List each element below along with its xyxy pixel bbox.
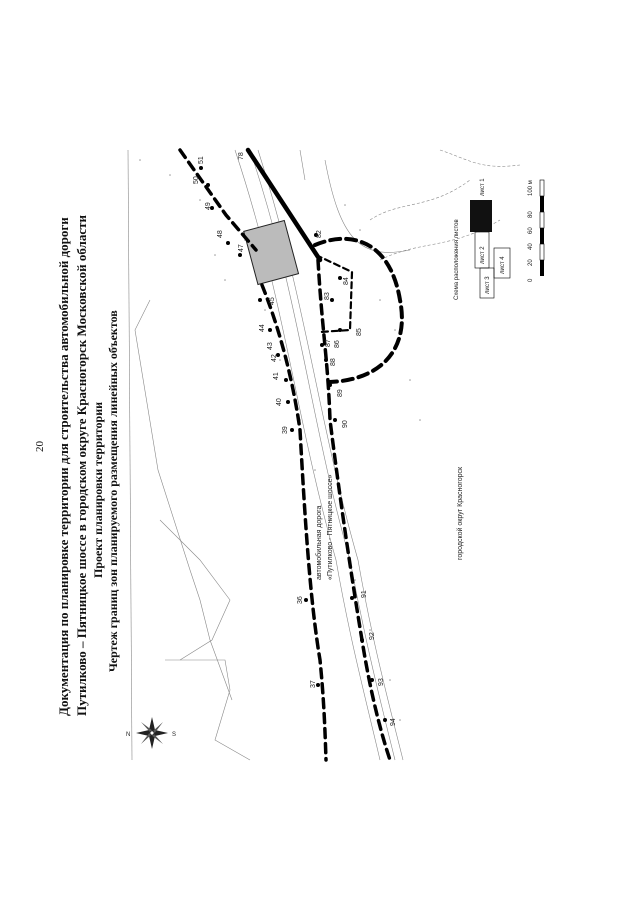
- svg-text:44: 44: [259, 324, 266, 332]
- svg-text:78: 78: [238, 152, 245, 160]
- road-label-line-1: автомобильная дорога: [315, 506, 323, 580]
- svg-text:51: 51: [198, 156, 205, 164]
- svg-text:93: 93: [378, 678, 385, 686]
- svg-text:92: 92: [369, 632, 376, 640]
- svg-text:43: 43: [267, 342, 274, 350]
- scale-tick-80: 80: [528, 211, 534, 218]
- svg-text:94: 94: [390, 718, 397, 726]
- inset-title: Схема расположения листов: [454, 219, 460, 300]
- svg-text:90: 90: [342, 420, 349, 428]
- svg-text:39: 39: [282, 426, 289, 434]
- svg-text:37: 37: [310, 680, 317, 688]
- scale-tick-40: 40: [528, 243, 534, 250]
- svg-text:49: 49: [205, 202, 212, 210]
- boundary-points: [199, 166, 387, 722]
- svg-text:83: 83: [324, 292, 331, 300]
- svg-text:82: 82: [316, 230, 323, 238]
- svg-text:89: 89: [337, 389, 344, 397]
- svg-text:36: 36: [297, 596, 304, 604]
- scale-tick-20: 20: [528, 259, 534, 266]
- building-block: [243, 219, 300, 286]
- road-label-line-2: «Путилково - Пятницкое шоссе»: [327, 475, 334, 581]
- scale-tick-60: 60: [528, 227, 534, 234]
- inset-sheet-3: лист 3: [485, 276, 491, 294]
- svg-text:48: 48: [217, 230, 224, 238]
- scale-tick-100: 100 м: [528, 180, 534, 196]
- compass-rose: N S: [126, 717, 176, 749]
- svg-text:42: 42: [271, 354, 278, 362]
- svg-text:91: 91: [361, 590, 368, 598]
- district-label: городской округ Красногорск: [456, 466, 464, 560]
- inset-sheet-2: лист 2: [480, 246, 486, 264]
- inset-sheet-4: лист 4: [500, 256, 506, 274]
- terrain-texture: [139, 159, 421, 721]
- svg-text:41: 41: [273, 372, 280, 380]
- svg-text:87: 87: [325, 339, 332, 347]
- road-boundary: [178, 147, 404, 762]
- scale-tick-0: 0: [528, 278, 534, 282]
- svg-text:50: 50: [193, 176, 200, 184]
- compass-north-label: N: [126, 732, 130, 738]
- svg-text:40: 40: [276, 398, 283, 406]
- svg-text:88: 88: [330, 358, 337, 366]
- scale-bar: 0 20 40 60 80 100 м: [528, 179, 545, 282]
- svg-text:45: 45: [269, 297, 276, 305]
- sheet-layout-inset: Схема расположения листов лист 1 лист 2 …: [454, 178, 511, 300]
- compass-south-label: S: [172, 732, 176, 738]
- svg-text:84: 84: [343, 277, 350, 285]
- inset-sheet-1: лист 1: [480, 178, 486, 196]
- svg-text:47: 47: [238, 244, 245, 252]
- svg-text:86: 86: [334, 340, 341, 348]
- point-labels: 78 51 50 49 48 47 45 44 43 42 41 40 39 3…: [193, 152, 397, 726]
- svg-text:85: 85: [356, 328, 363, 336]
